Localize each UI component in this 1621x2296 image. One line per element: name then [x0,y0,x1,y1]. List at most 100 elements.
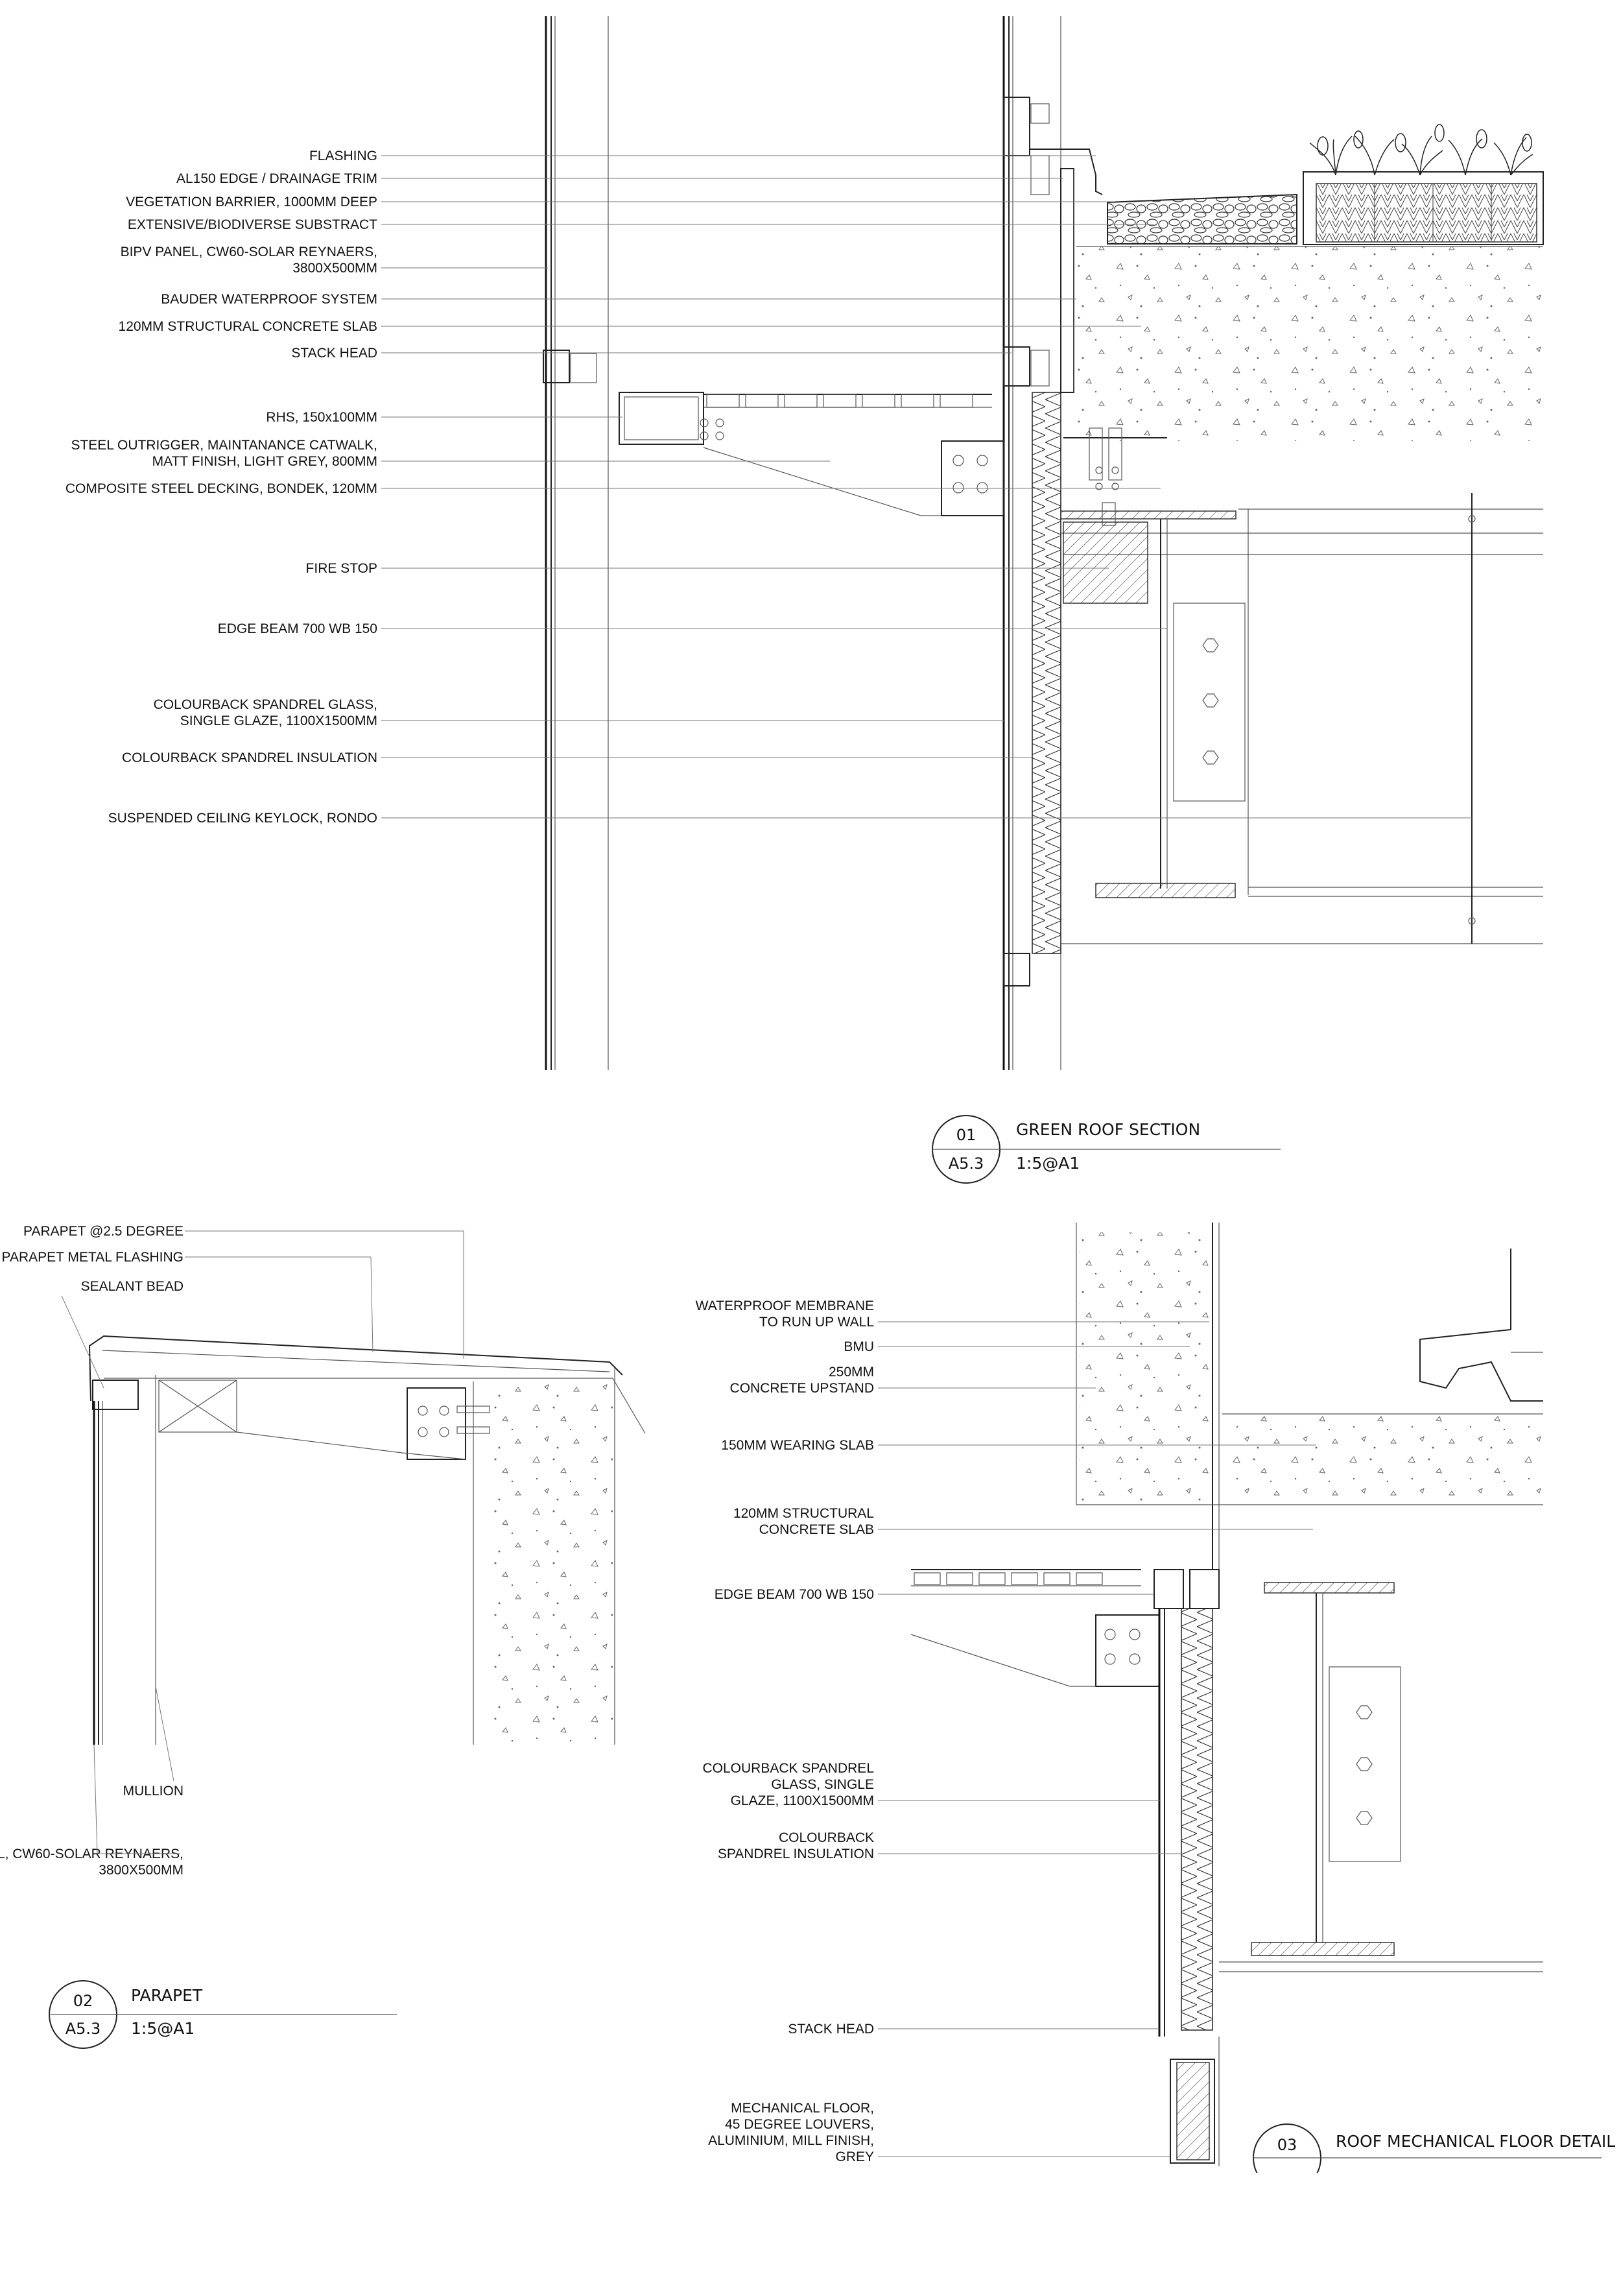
callout-text: STACK HEAD [788,2022,874,2037]
callout-text: COLOURBACK SPANDREL [702,1761,874,1776]
callout-label: VEGETATION BARRIER, 1000MM DEEP [126,195,1115,209]
callout-text: MULLION [123,1784,183,1799]
callout-text: VEGETATION BARRIER, 1000MM DEEP [126,195,377,209]
callout-label: AL150 EDGE / DRAINAGE TRIM [176,171,1063,186]
callout-label: FIRE STOP [306,561,1109,576]
callout-label: COLOURBACK SPANDREL INSULATION [718,1830,1181,1861]
leader-line [370,1256,373,1353]
callout-label: STACK HEAD [291,346,1012,361]
callout-text: GREY [835,2149,874,2164]
callout-label: COMPOSITE STEEL DECKING, BONDEK, 120MM [65,481,1161,496]
callout-text: MATT FINISH, LIGHT GREY, 800MM [152,454,377,469]
detail-03-roof-mechanical-floor [910,1223,1543,2166]
callout-text: 120MM STRUCTURAL [733,1506,874,1521]
detail-02-parapet [88,1335,646,1745]
detail-number: 03 [1277,2136,1297,2154]
callout-text: BMU [844,1339,874,1354]
callout-text: 250MM [829,1365,874,1380]
callout-text: COMPOSITE STEEL DECKING, BONDEK, 120MM [65,481,377,496]
callout-label: EDGE BEAM 700 WB 150 [715,1587,1154,1602]
callout-text: 3800X500MM [292,261,377,276]
callout-text: EDGE BEAM 700 WB 150 [715,1587,874,1602]
callout-label: BIPV PANEL, CW60-SOLAR REYNAERS, 3800X500… [121,245,548,276]
title-block-01: 01 A5.3 GREEN ROOF SECTION 1:5@A1 [932,1115,1281,1184]
title-block-02: 02 A5.3 PARAPET 1:5@A1 [49,1980,397,2049]
callout-label: WATERPROOF MEMBRANE TO RUN UP WALL [696,1298,1209,1330]
callout-text: RHS, 150x100MM [266,410,377,425]
callout-text: COLOURBACK [779,1830,874,1845]
callout-text: CONCRETE SLAB [759,1522,874,1537]
detail-title: GREEN ROOF SECTION [1016,1120,1200,1139]
callout-text: BAUDER WATERPROOF SYSTEM [161,292,377,307]
callout-text: BIPV PANEL, CW60-SOLAR REYNAERS, [0,1847,183,1861]
callout-text: 45 DEGREE LOUVERS, [725,2117,874,2132]
callout-text: WATERPROOF MEMBRANE [696,1298,874,1313]
sheet-reference: A5.3 [65,2020,101,2038]
callout-label: FLASHING [309,149,1096,163]
callout-label: BMU [844,1339,1190,1354]
title-block-03: 03 ROOF MECHANICAL FLOOR DETAIL [1253,2123,1615,2192]
callout-label: COLOURBACK SPANDREL INSULATION [122,750,1032,765]
callout-text: TO RUN UP WALL [759,1315,874,1330]
leader-line [93,1744,98,1854]
callout-text: COLOURBACK SPANDREL GLASS, [154,697,377,712]
callout-text: COLOURBACK SPANDREL INSULATION [122,750,377,765]
stack-head-profile [543,97,1050,987]
callout-label: SEALANT BEAD [61,1279,183,1389]
callout-text: FLASHING [309,149,377,163]
callout-label: 120MM STRUCTURAL CONCRETE SLAB [119,319,1141,334]
callout-text: ALUMINIUM, MILL FINISH, [708,2133,874,2148]
callout-label: STEEL OUTRIGGER, MAINTANANCE CATWALK,MAT… [71,438,830,469]
detail-title: PARAPET [131,1986,203,2005]
callout-text: 150MM WEARING SLAB [721,1438,874,1453]
annotation-layer: FLASHING AL150 EDGE / DRAINAGE TRIM VEGETA… [0,149,1472,2164]
detail-title: ROOF MECHANICAL FLOOR DETAIL [1336,2132,1615,2151]
callout-label: SUSPENDED CEILING KEYLOCK, RONDO [108,811,1472,826]
callout-label: PARAPET @2.5 DEGREE [23,1224,464,1359]
detail-01-green-roof-section [543,16,1544,1070]
detail-scale: 1:5@A1 [1016,1154,1080,1173]
callout-label: BIPV PANEL, CW60-SOLAR REYNAERS, 3800X500… [0,1744,183,1878]
callout-text: EXTENSIVE/BIODIVERSE SUBSTRACT [128,217,377,232]
callout-text: SPANDREL INSULATION [718,1847,874,1861]
callout-text: FIRE STOP [306,561,377,576]
callout-text: CONCRETE UPSTAND [730,1381,874,1396]
callout-text: SUSPENDED CEILING KEYLOCK, RONDO [108,811,377,826]
callout-label: MULLION [123,1686,183,1799]
callout-text: GLASS, SINGLE [771,1777,874,1792]
detail-scale: 1:5@A1 [131,2019,195,2038]
callout-text: MECHANICAL FLOOR, [731,2101,874,2116]
callout-label: PARAPET METAL FLASHING [2,1250,373,1353]
callout-label: RHS, 150x100MM [266,410,622,425]
callout-label: STACK HEAD [788,2022,1159,2037]
callout-label: 150MM WEARING SLAB [721,1438,1316,1453]
vegetation-plants [1309,124,1533,176]
callout-text: 120MM STRUCTURAL CONCRETE SLAB [119,319,377,334]
callout-label: BAUDER WATERPROOF SYSTEM [161,292,1076,307]
detail-number: 02 [73,1992,93,2010]
callout-text: SINGLE GLAZE, 1100X1500MM [180,713,377,728]
callout-text: STEEL OUTRIGGER, MAINTANANCE CATWALK, [71,438,377,453]
callout-label: COLOURBACK SPANDREL GLASS,SINGLE GLAZE, … [154,697,1005,728]
callout-label: MECHANICAL FLOOR,45 DEGREE LOUVERS,ALUMI… [708,2101,1170,2164]
callout-text: SEALANT BEAD [81,1279,183,1294]
callout-text: PARAPET @2.5 DEGREE [23,1224,183,1239]
callout-text: AL150 EDGE / DRAINAGE TRIM [176,171,377,186]
leader-line [61,1295,104,1389]
callout-text: GLAZE, 1100X1500MM [731,1793,874,1808]
callout-label: EXTENSIVE/BIODIVERSE SUBSTRACT [128,217,1154,232]
callout-text: EDGE BEAM 700 WB 150 [218,621,377,636]
leader-line [155,1686,174,1782]
callout-label: EDGE BEAM 700 WB 150 [218,621,1167,636]
callout-text: BIPV PANEL, CW60-SOLAR REYNAERS, [121,245,377,259]
detail-number: 01 [956,1126,976,1144]
sheet-reference: A5.3 [949,1154,984,1173]
callout-text: 3800X500MM [99,1863,183,1878]
callout-text: PARAPET METAL FLASHING [2,1250,183,1265]
outrigger-bolts [700,418,724,440]
callout-text: STACK HEAD [291,346,377,361]
